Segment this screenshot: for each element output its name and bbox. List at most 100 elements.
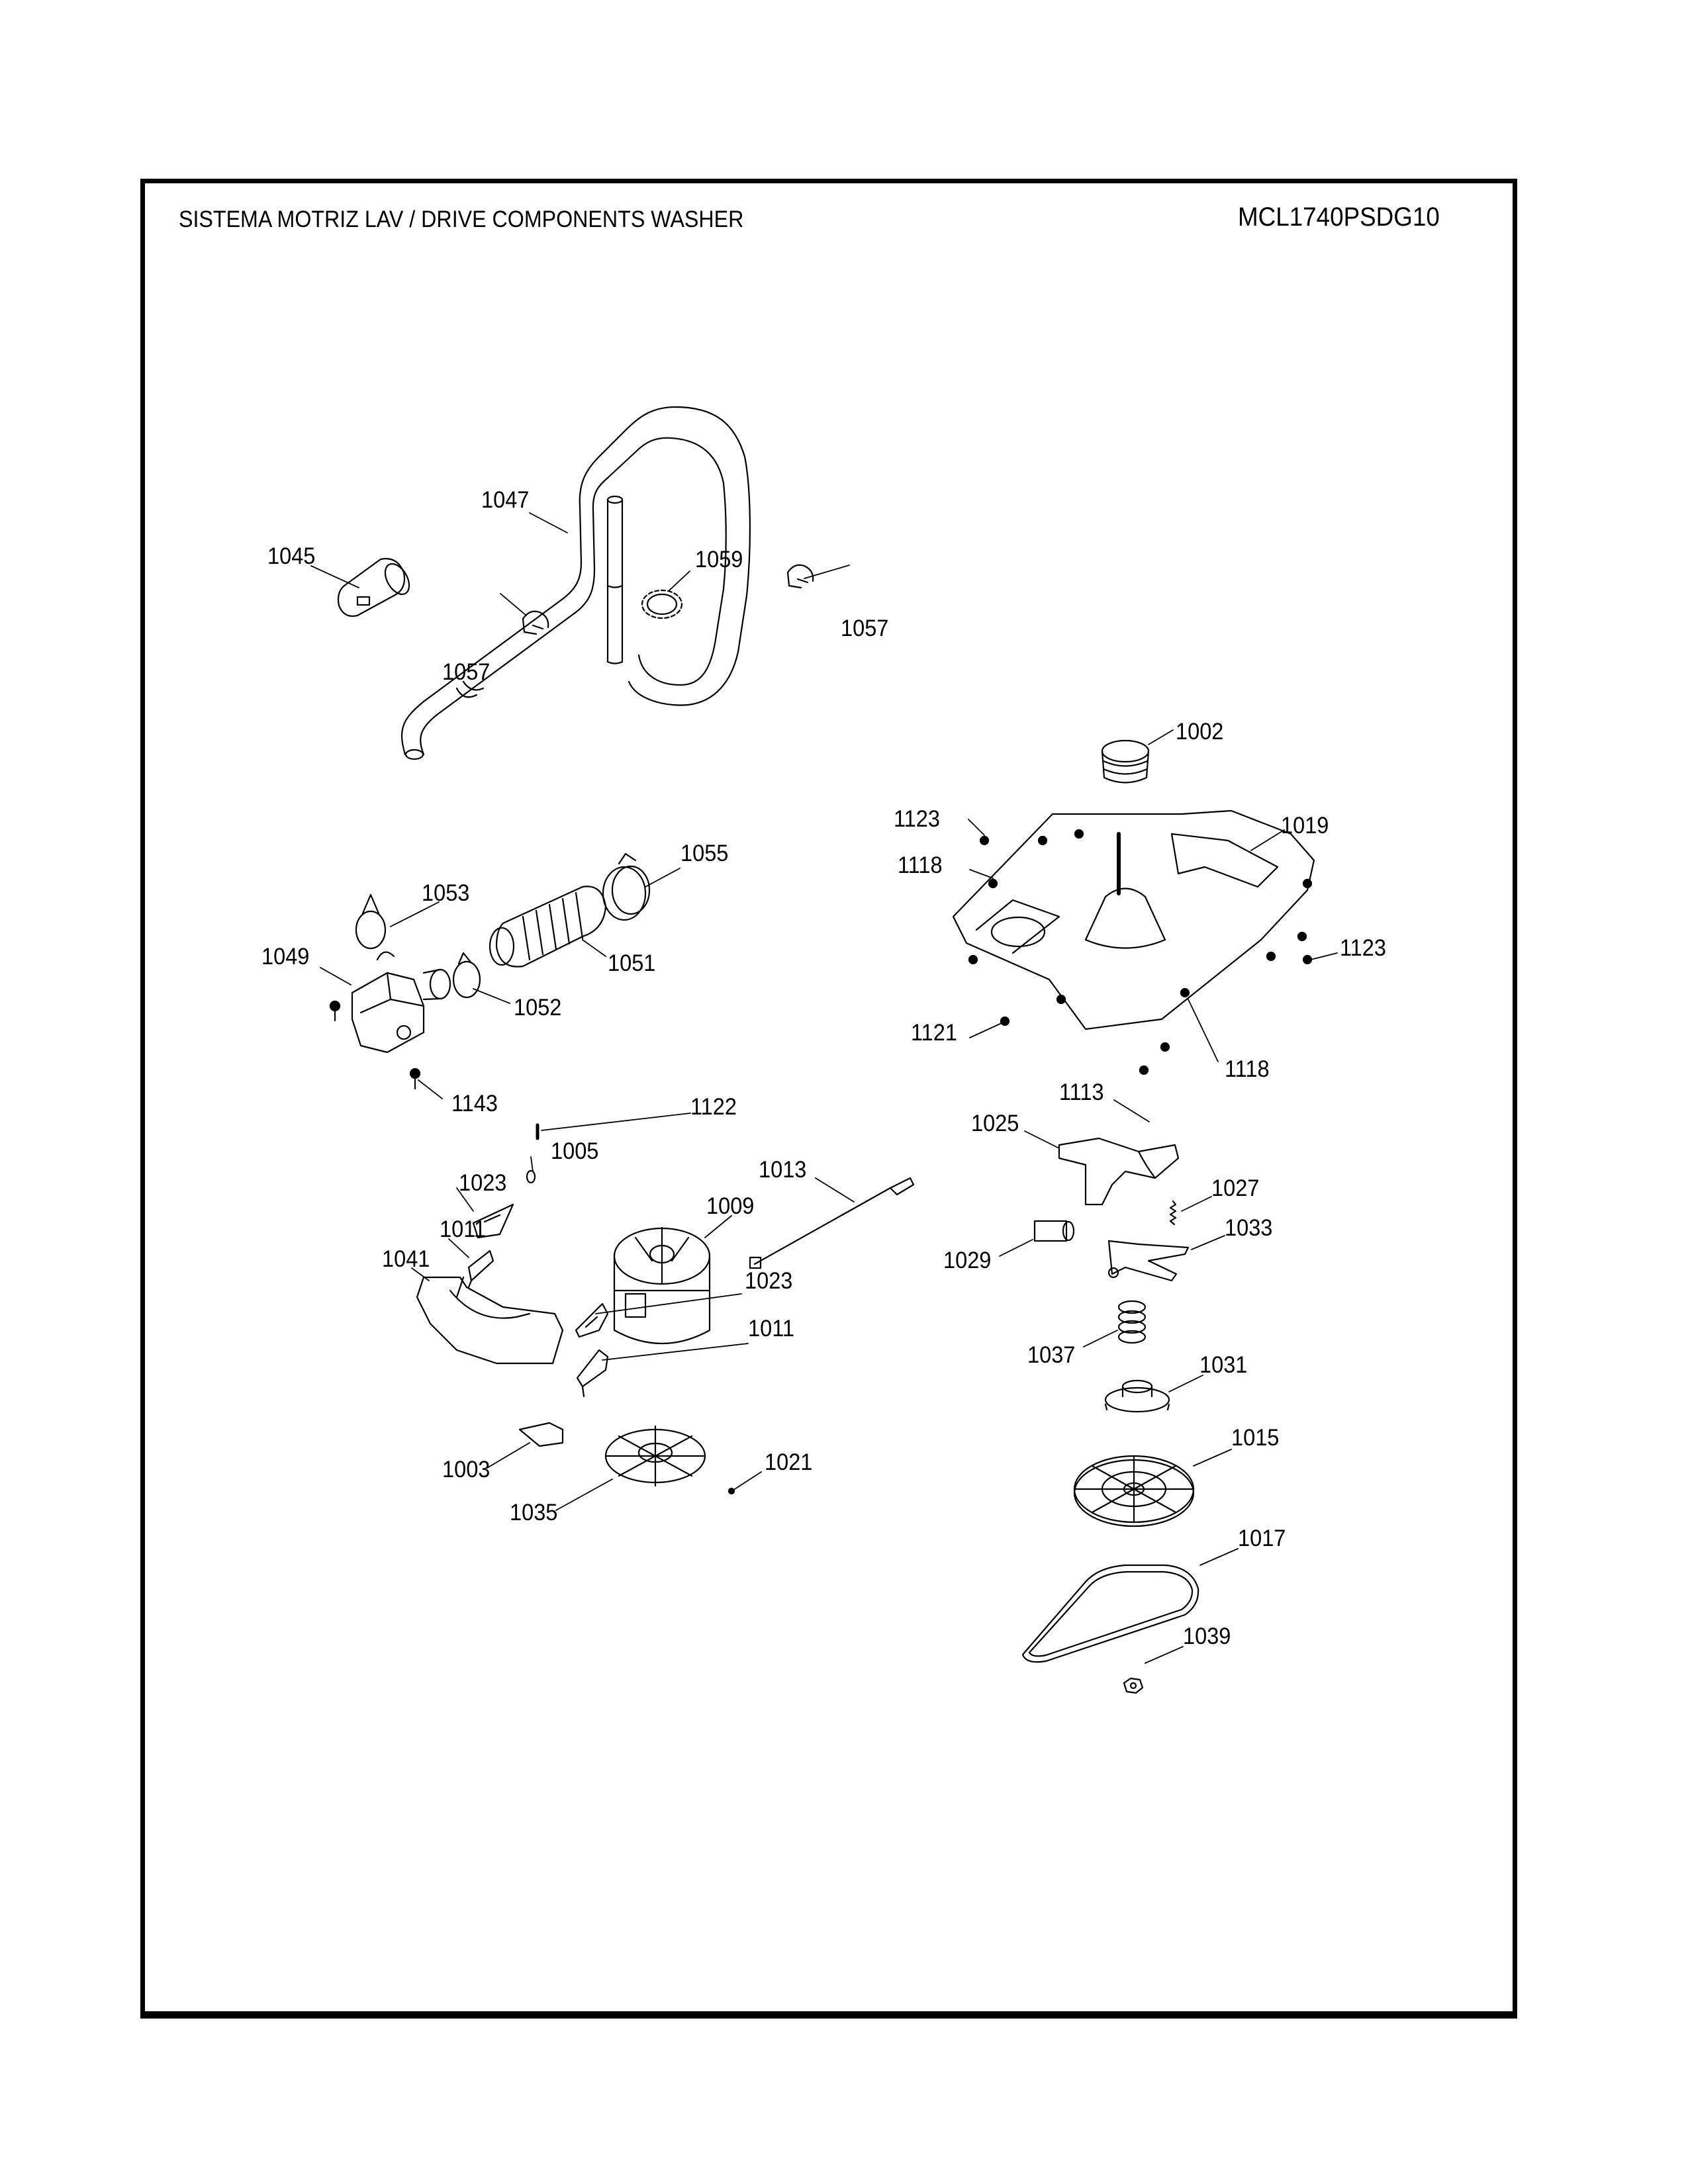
callout-1047: 1047	[481, 487, 530, 513]
capacitor-1045	[337, 558, 410, 617]
callout-1017: 1017	[1238, 1525, 1286, 1551]
shift-actuator-1029	[1033, 1220, 1075, 1242]
leader-1059	[668, 570, 690, 592]
spring-1037	[1117, 1300, 1147, 1344]
screws-1123-1118	[968, 829, 1313, 1075]
clip-1005	[526, 1169, 536, 1184]
actuator-1025	[1058, 1137, 1180, 1206]
callout-1039: 1039	[1183, 1623, 1231, 1649]
callout-1123-top: 1123	[894, 806, 940, 832]
leader-1118b	[1188, 999, 1219, 1062]
leader-1035	[555, 1479, 613, 1511]
nut-1021	[727, 1487, 735, 1495]
clamp-1053	[355, 893, 387, 950]
callout-1057-left: 1057	[442, 659, 491, 685]
wire-harness-1013	[749, 1177, 915, 1269]
clamp-1055	[602, 852, 651, 921]
leader-1009	[704, 1215, 732, 1238]
leader-1002	[1148, 729, 1174, 745]
callout-1122: 1122	[690, 1094, 737, 1120]
leader-1118a	[969, 869, 994, 879]
leader-1121	[969, 1022, 1004, 1038]
callout-1013: 1013	[759, 1157, 807, 1183]
leader-1017	[1199, 1548, 1239, 1566]
leader-1021	[734, 1471, 762, 1490]
leader-1033	[1191, 1235, 1225, 1250]
callout-1049: 1049	[261, 944, 310, 970]
callout-1051: 1051	[608, 950, 656, 976]
leader-1057a	[500, 593, 527, 616]
leader-1051	[582, 939, 606, 957]
leader-1005	[530, 1156, 534, 1172]
screw-1143	[329, 1000, 421, 1090]
callout-1023-left: 1023	[459, 1170, 507, 1196]
callout-1019: 1019	[1281, 813, 1329, 839]
leader-1123a	[968, 819, 985, 836]
shift-fork-1033	[1107, 1240, 1190, 1282]
nut-1039	[1123, 1677, 1144, 1694]
callout-1118-top: 1118	[898, 852, 943, 878]
callout-1015: 1015	[1231, 1425, 1280, 1451]
motor-1009	[613, 1226, 711, 1344]
callout-1055: 1055	[680, 841, 729, 866]
diagram-frame	[140, 179, 1517, 2019]
drain-hose-1047	[400, 406, 751, 760]
leader-1122	[541, 1113, 691, 1131]
leader-1039	[1145, 1646, 1184, 1664]
leader-1027	[1181, 1196, 1212, 1212]
fan-1035	[604, 1425, 706, 1487]
drain-pump-1049	[351, 951, 451, 1054]
bracket-1003	[518, 1422, 564, 1447]
callout-1057-right: 1057	[841, 615, 889, 641]
callout-1045: 1045	[267, 543, 316, 569]
motor-mount-1023-left	[472, 1203, 514, 1239]
callout-1113: 1113	[1059, 1079, 1104, 1105]
callout-1029: 1029	[943, 1248, 992, 1273]
spring-1027	[1169, 1200, 1177, 1226]
leader-1015	[1193, 1449, 1232, 1467]
leader-1049	[320, 967, 352, 985]
callout-1053: 1053	[422, 880, 470, 906]
leader-1031	[1168, 1375, 1203, 1392]
callout-1021: 1021	[765, 1449, 813, 1475]
leader-1025	[1024, 1130, 1060, 1149]
clutch-1031	[1104, 1379, 1170, 1413]
callout-1011-left: 1011	[440, 1216, 486, 1242]
callout-1003: 1003	[442, 1457, 491, 1482]
leader-1029	[999, 1239, 1033, 1257]
leader-1047	[529, 512, 568, 533]
callout-1033: 1033	[1225, 1215, 1273, 1241]
callout-1011-right: 1011	[748, 1316, 794, 1342]
callout-1023-right: 1023	[745, 1268, 793, 1294]
leader-lines	[310, 512, 1338, 1664]
belt-1017	[1021, 1564, 1199, 1663]
cover-1041	[416, 1276, 564, 1365]
leader-1003	[487, 1442, 530, 1469]
callout-1123-right: 1123	[1340, 935, 1386, 961]
callout-1052: 1052	[514, 995, 562, 1021]
leader-1053	[390, 901, 440, 927]
callout-1118-bottom: 1118	[1225, 1056, 1270, 1082]
bellows-hose-1051	[489, 886, 607, 968]
callout-1121: 1121	[911, 1020, 957, 1046]
leader-1023b	[595, 1293, 742, 1314]
leader-1143	[418, 1079, 443, 1099]
motor-mount-1011-left	[467, 1250, 494, 1289]
callout-1002: 1002	[1176, 719, 1224, 745]
leader-1113	[1113, 1099, 1150, 1122]
leader-1057b	[804, 565, 850, 579]
callout-1041: 1041	[382, 1246, 430, 1272]
leader-1011b	[602, 1343, 749, 1361]
hose-clip-1057-left	[522, 610, 549, 635]
leader-1013	[815, 1177, 855, 1203]
leader-1037	[1083, 1330, 1118, 1347]
pulley-1015	[1073, 1455, 1195, 1527]
leader-1055	[645, 868, 680, 887]
leader-1052	[473, 988, 510, 1004]
leader-1041	[411, 1267, 430, 1281]
leader-1011a	[448, 1238, 469, 1258]
seal-1002	[1101, 739, 1150, 784]
callout-1035: 1035	[510, 1500, 558, 1525]
callout-1143: 1143	[451, 1091, 498, 1116]
